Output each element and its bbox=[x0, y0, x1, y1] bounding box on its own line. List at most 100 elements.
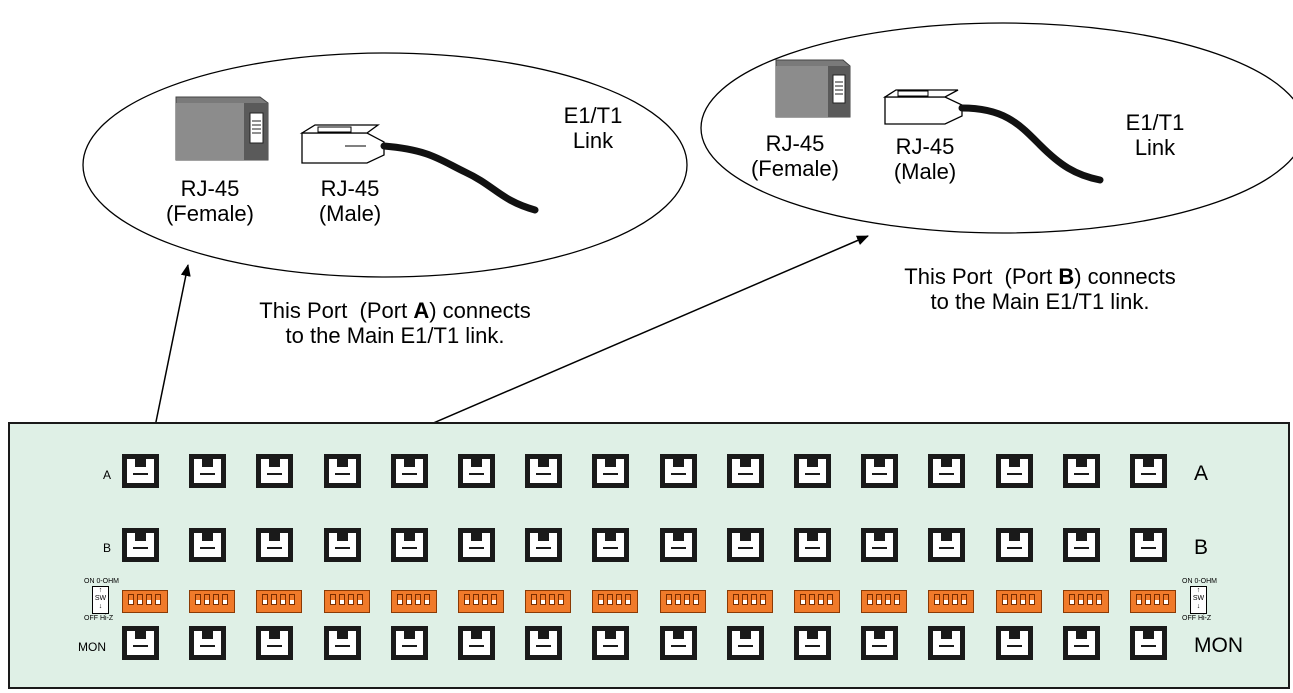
dip-toggle[interactable] bbox=[943, 594, 949, 605]
rj45-port-a-1[interactable] bbox=[122, 454, 159, 488]
dip-toggle[interactable] bbox=[693, 594, 699, 605]
dip-toggle[interactable] bbox=[894, 594, 900, 605]
dip-toggle[interactable] bbox=[482, 594, 488, 605]
dip-toggle[interactable] bbox=[531, 594, 537, 605]
dip-toggle[interactable] bbox=[827, 594, 833, 605]
dip-toggle[interactable] bbox=[1096, 594, 1102, 605]
rj45-port-b-4[interactable] bbox=[324, 528, 361, 562]
dip-toggle[interactable] bbox=[625, 594, 631, 605]
rj45-port-a-15[interactable] bbox=[1063, 454, 1100, 488]
rj45-port-mon-10[interactable] bbox=[727, 626, 764, 660]
dip-switch-block-5[interactable] bbox=[391, 590, 437, 613]
dip-toggle[interactable] bbox=[540, 594, 546, 605]
rj45-port-b-8[interactable] bbox=[592, 528, 629, 562]
rj45-port-a-4[interactable] bbox=[324, 454, 361, 488]
rj45-port-b-7[interactable] bbox=[525, 528, 562, 562]
dip-switch-block-15[interactable] bbox=[1063, 590, 1109, 613]
dip-toggle[interactable] bbox=[155, 594, 161, 605]
rj45-port-b-15[interactable] bbox=[1063, 528, 1100, 562]
dip-toggle[interactable] bbox=[339, 594, 345, 605]
dip-toggle[interactable] bbox=[558, 594, 564, 605]
rj45-port-b-13[interactable] bbox=[928, 528, 965, 562]
dip-toggle[interactable] bbox=[733, 594, 739, 605]
rj45-port-mon-3[interactable] bbox=[256, 626, 293, 660]
dip-switch-block-16[interactable] bbox=[1130, 590, 1176, 613]
rj45-port-b-5[interactable] bbox=[391, 528, 428, 562]
dip-toggle[interactable] bbox=[464, 594, 470, 605]
rj45-port-mon-8[interactable] bbox=[592, 626, 629, 660]
rj45-port-mon-2[interactable] bbox=[189, 626, 226, 660]
dip-toggle[interactable] bbox=[809, 594, 815, 605]
dip-toggle[interactable] bbox=[1020, 594, 1026, 605]
dip-switch-block-7[interactable] bbox=[525, 590, 571, 613]
dip-toggle[interactable] bbox=[1136, 594, 1142, 605]
dip-toggle[interactable] bbox=[952, 594, 958, 605]
dip-toggle[interactable] bbox=[751, 594, 757, 605]
dip-toggle[interactable] bbox=[934, 594, 940, 605]
dip-toggle[interactable] bbox=[271, 594, 277, 605]
dip-toggle[interactable] bbox=[1002, 594, 1008, 605]
dip-toggle[interactable] bbox=[760, 594, 766, 605]
rj45-port-b-14[interactable] bbox=[996, 528, 1033, 562]
rj45-port-mon-1[interactable] bbox=[122, 626, 159, 660]
rj45-port-b-2[interactable] bbox=[189, 528, 226, 562]
dip-toggle[interactable] bbox=[1011, 594, 1017, 605]
dip-toggle[interactable] bbox=[684, 594, 690, 605]
dip-toggle[interactable] bbox=[357, 594, 363, 605]
rj45-port-mon-15[interactable] bbox=[1063, 626, 1100, 660]
dip-toggle[interactable] bbox=[406, 594, 412, 605]
dip-toggle[interactable] bbox=[742, 594, 748, 605]
rj45-port-b-1[interactable] bbox=[122, 528, 159, 562]
dip-toggle[interactable] bbox=[1087, 594, 1093, 605]
dip-toggle[interactable] bbox=[1154, 594, 1160, 605]
rj45-port-a-9[interactable] bbox=[660, 454, 697, 488]
rj45-port-a-8[interactable] bbox=[592, 454, 629, 488]
rj45-port-b-11[interactable] bbox=[794, 528, 831, 562]
dip-toggle[interactable] bbox=[348, 594, 354, 605]
dip-toggle[interactable] bbox=[473, 594, 479, 605]
dip-toggle[interactable] bbox=[415, 594, 421, 605]
rj45-port-b-6[interactable] bbox=[458, 528, 495, 562]
rj45-port-b-9[interactable] bbox=[660, 528, 697, 562]
rj45-port-mon-11[interactable] bbox=[794, 626, 831, 660]
dip-switch-block-3[interactable] bbox=[256, 590, 302, 613]
dip-toggle[interactable] bbox=[330, 594, 336, 605]
dip-switch-block-6[interactable] bbox=[458, 590, 504, 613]
rj45-port-a-13[interactable] bbox=[928, 454, 965, 488]
rj45-port-mon-9[interactable] bbox=[660, 626, 697, 660]
dip-toggle[interactable] bbox=[146, 594, 152, 605]
dip-toggle[interactable] bbox=[1029, 594, 1035, 605]
dip-toggle[interactable] bbox=[195, 594, 201, 605]
rj45-port-a-11[interactable] bbox=[794, 454, 831, 488]
dip-switch-block-9[interactable] bbox=[660, 590, 706, 613]
rj45-port-b-16[interactable] bbox=[1130, 528, 1167, 562]
dip-switch-block-12[interactable] bbox=[861, 590, 907, 613]
dip-switch-block-10[interactable] bbox=[727, 590, 773, 613]
dip-toggle[interactable] bbox=[818, 594, 824, 605]
dip-toggle[interactable] bbox=[607, 594, 613, 605]
dip-switch-block-8[interactable] bbox=[592, 590, 638, 613]
rj45-port-mon-6[interactable] bbox=[458, 626, 495, 660]
dip-toggle[interactable] bbox=[1078, 594, 1084, 605]
rj45-port-mon-7[interactable] bbox=[525, 626, 562, 660]
dip-switch-block-1[interactable] bbox=[122, 590, 168, 613]
dip-toggle[interactable] bbox=[1163, 594, 1169, 605]
dip-toggle[interactable] bbox=[876, 594, 882, 605]
dip-toggle[interactable] bbox=[204, 594, 210, 605]
rj45-port-mon-12[interactable] bbox=[861, 626, 898, 660]
dip-toggle[interactable] bbox=[137, 594, 143, 605]
dip-toggle[interactable] bbox=[1145, 594, 1151, 605]
rj45-port-b-3[interactable] bbox=[256, 528, 293, 562]
dip-switch-block-4[interactable] bbox=[324, 590, 370, 613]
dip-toggle[interactable] bbox=[961, 594, 967, 605]
rj45-port-a-7[interactable] bbox=[525, 454, 562, 488]
rj45-port-a-3[interactable] bbox=[256, 454, 293, 488]
rj45-port-mon-4[interactable] bbox=[324, 626, 361, 660]
rj45-port-a-12[interactable] bbox=[861, 454, 898, 488]
dip-toggle[interactable] bbox=[666, 594, 672, 605]
dip-switch-block-2[interactable] bbox=[189, 590, 235, 613]
dip-toggle[interactable] bbox=[616, 594, 622, 605]
rj45-port-b-12[interactable] bbox=[861, 528, 898, 562]
rj45-port-a-2[interactable] bbox=[189, 454, 226, 488]
dip-toggle[interactable] bbox=[397, 594, 403, 605]
